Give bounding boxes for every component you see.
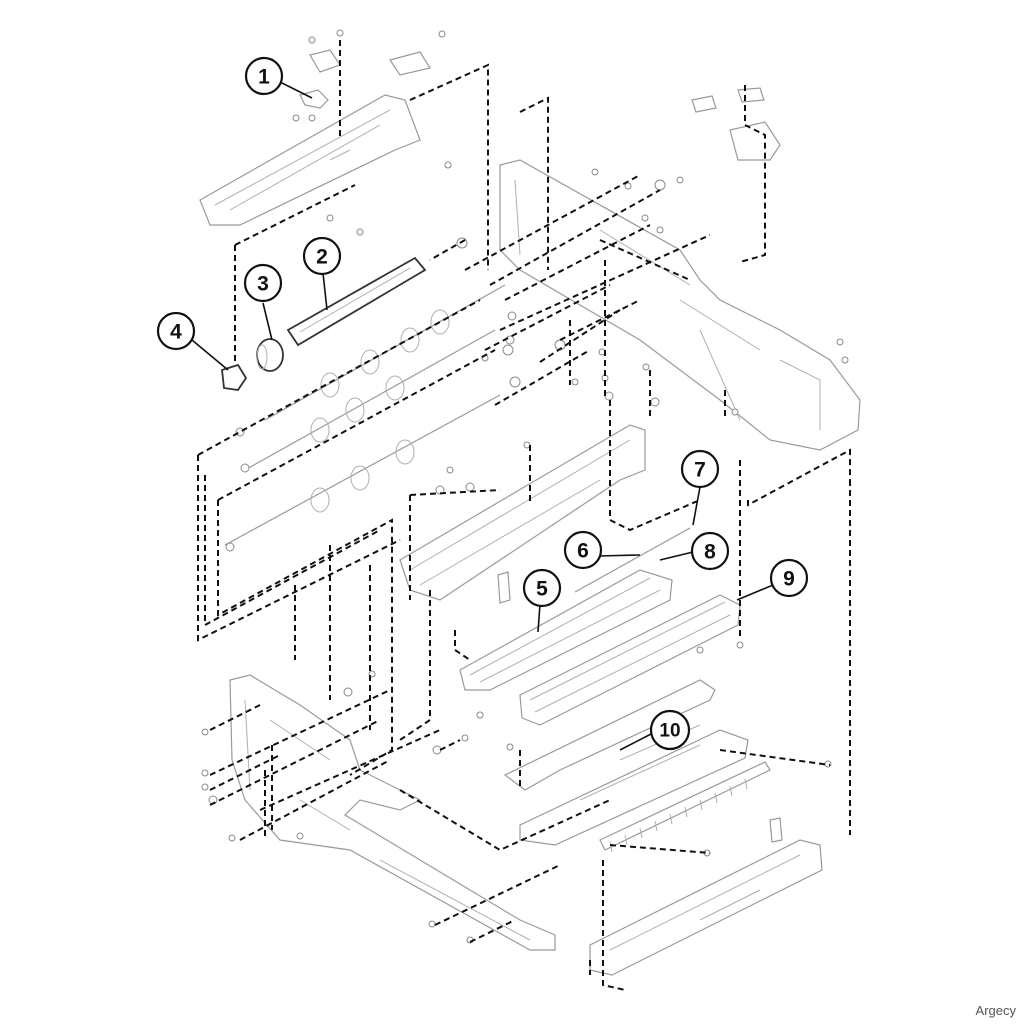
callout-label-7: 7 (694, 459, 706, 482)
callout-9: 9 (769, 558, 809, 598)
callout-1: 1 (244, 56, 284, 96)
callout-label-6: 6 (577, 540, 589, 563)
callout-label-4: 4 (170, 321, 182, 344)
callout-4: 4 (156, 311, 196, 351)
callout-leaders (191, 81, 774, 751)
part-6-rod (574, 527, 691, 593)
watermark-text: Argecy (975, 1003, 1016, 1018)
part-10-lower-guide (503, 679, 716, 791)
callout-label-8: 8 (704, 541, 716, 564)
part-5-guide-tray (459, 569, 673, 691)
callout-3: 3 (243, 263, 283, 303)
callout-label-3: 3 (257, 273, 269, 296)
callout-6: 6 (563, 530, 603, 570)
callout-label-5: 5 (536, 578, 548, 601)
bottom-right-cover (589, 839, 823, 976)
callout-8: 8 (690, 531, 730, 571)
callout-label-2: 2 (316, 246, 328, 269)
callout-label-10: 10 (659, 721, 680, 742)
parts-layer (199, 29, 861, 976)
center-paper-guide (399, 424, 646, 601)
part-1-bracket (299, 89, 329, 109)
right-side-frame (499, 159, 861, 451)
static-brush (599, 761, 771, 851)
left-side-frame (229, 674, 556, 951)
callout-5: 5 (522, 568, 562, 608)
callout-2: 2 (302, 236, 342, 276)
dashed-connectors (197, 40, 851, 991)
part-3-roller (256, 338, 284, 372)
callout-7: 7 (680, 449, 720, 489)
part-4-bushing (221, 363, 248, 391)
callout-label-1: 1 (258, 66, 270, 89)
top-left-bracket (199, 94, 421, 226)
callout-10: 10 (649, 709, 691, 751)
callout-label-9: 9 (783, 568, 795, 591)
